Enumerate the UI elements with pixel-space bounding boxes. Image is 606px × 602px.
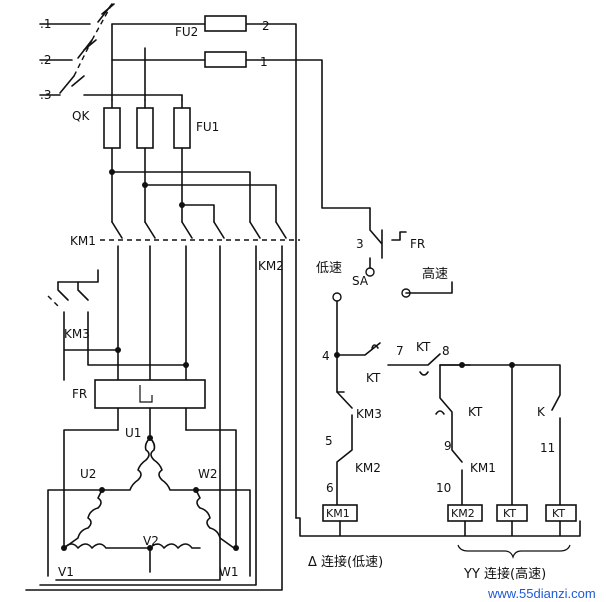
- label-low-speed: 低速: [316, 261, 342, 276]
- main-phases: [83, 23, 277, 223]
- label-km3: KM3: [64, 327, 90, 341]
- label-node-6: 6: [326, 481, 334, 495]
- label-node-7: 7: [396, 344, 404, 358]
- fuse-fu1-b: [136, 107, 154, 149]
- control-circuit: [295, 207, 581, 559]
- coil-kt2: [545, 504, 577, 522]
- label-kt-b: KT: [416, 340, 431, 354]
- thermal-relay-fr: [63, 379, 237, 549]
- label-node-8: 8: [442, 344, 450, 358]
- label-w1: W1: [219, 565, 239, 579]
- label-km1-contact: KM1: [470, 461, 496, 475]
- label-l3: .3: [40, 88, 51, 102]
- label-high-speed: 高速: [422, 266, 448, 282]
- label-node-1: 1: [260, 55, 268, 69]
- label-u1: U1: [125, 426, 141, 440]
- label-node-9: 9: [444, 439, 452, 453]
- coil-label-km1: KM1: [326, 507, 350, 520]
- label-u2: U2: [80, 467, 96, 481]
- watermark: www.55dianzi.com: [487, 586, 596, 601]
- fuse-fu1-a: [103, 107, 121, 149]
- label-l2: .2: [40, 53, 51, 67]
- caption-yy: YY 连接(高速): [463, 566, 546, 582]
- supply-lines: [39, 3, 115, 96]
- label-node-5: 5: [325, 434, 333, 448]
- label-qk: QK: [72, 109, 90, 123]
- motor-windings: [47, 435, 251, 577]
- label-node-11: 11: [540, 441, 555, 455]
- km1-km2-contacts: [25, 221, 300, 591]
- label-node-4: 4: [322, 349, 330, 363]
- label-km2: KM2: [258, 259, 284, 273]
- fuse-fu2-top: [204, 15, 247, 32]
- fu2-fuses: [111, 15, 371, 519]
- label-kt-c: KT: [468, 405, 483, 419]
- label-node-2: 2: [262, 19, 270, 33]
- label-km2-contact: KM2: [355, 461, 381, 475]
- label-fu1: FU1: [196, 120, 219, 134]
- label-l1: .1: [40, 17, 51, 31]
- label-v1: V1: [58, 565, 74, 579]
- km3-contacts: [47, 269, 189, 381]
- coil-label-kt1: KT: [503, 507, 516, 520]
- label-w2: W2: [198, 467, 218, 481]
- fuse-fu2-bottom: [204, 51, 247, 68]
- coil-label-kt2: KT: [552, 507, 565, 520]
- caption-delta: Δ 连接(低速): [308, 554, 383, 570]
- label-node-3: 3: [356, 237, 364, 251]
- label-km1: KM1: [70, 234, 96, 248]
- label-sa: SA: [352, 274, 369, 288]
- label-k: K: [537, 405, 546, 419]
- label-km3-contact: KM3: [356, 407, 382, 421]
- label-fu2: FU2: [175, 25, 198, 39]
- label-node-10: 10: [436, 481, 451, 495]
- label-fr: FR: [72, 387, 87, 401]
- label-v2: V2: [143, 534, 159, 548]
- coil-label-km2: KM2: [451, 507, 475, 520]
- fuse-fu1-c: [173, 107, 191, 149]
- label-kt-a: KT: [366, 371, 381, 385]
- label-fr-contact: FR: [410, 237, 425, 251]
